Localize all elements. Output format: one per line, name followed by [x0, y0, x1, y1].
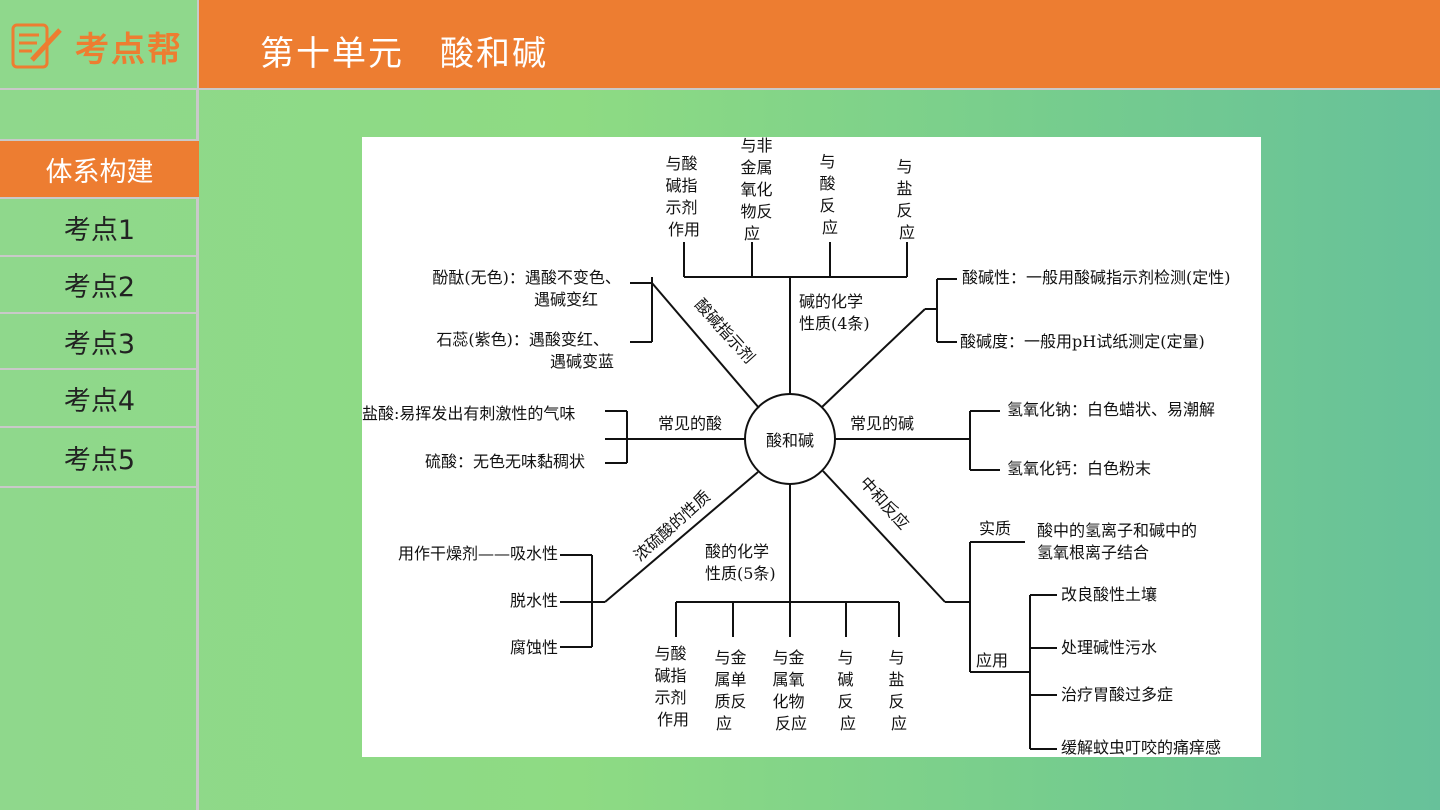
indicator-item-1: 酚酞(无色)：遇酸不变色、 遇碱变红: [432, 268, 626, 309]
common-base-item-1: 氢氧化钠：白色蜡状、易潮解: [1007, 400, 1215, 419]
sidebar-item-label: 考点5: [63, 444, 136, 476]
header-bar: [0, 0, 1440, 88]
acid-chem-item-1: 与酸 碱指 示剂 作用: [654, 644, 691, 729]
alkali-chem-item-4: 与 盐 反 应: [896, 157, 917, 242]
conc-sulfuric-label: 浓硫酸的性质: [630, 487, 714, 565]
sidebar-item-point-1[interactable]: 考点1: [0, 199, 199, 257]
sidebar-item-label: 体系构建: [45, 156, 154, 188]
center-label: 酸和碱: [766, 431, 814, 450]
application-item-4: 缓解蚊虫叮咬的痛痒感: [1061, 738, 1221, 757]
acid-chem-item-2: 与金 属单 质反 应: [714, 648, 751, 733]
sidebar-item-label: 考点3: [63, 328, 136, 360]
essence-text: 酸中的氢离子和碱中的 氢氧根离子结合: [1037, 521, 1202, 562]
sidebar-item-label: 考点1: [63, 214, 136, 246]
acid-chem-item-4: 与 碱 反 应: [837, 648, 858, 733]
header-divider: [0, 88, 1440, 90]
spoke-indicator: [651, 282, 760, 409]
logo: 考点帮: [0, 0, 199, 88]
sidebar: 体系构建 考点1 考点2 考点3 考点4 考点5: [0, 90, 199, 810]
alkali-chem-label: 碱的化学 性质(4条): [799, 292, 870, 333]
logo-text: 考点帮: [75, 30, 183, 70]
common-base-label: 常见的碱: [850, 414, 914, 433]
concept-map: 酸和碱 与酸 碱指 示剂 作用 与非 金属 氧化 物反 应 与 酸 反 应 与 …: [362, 137, 1231, 757]
spoke-neutralization: [822, 470, 946, 603]
application-label: 应用: [976, 651, 1008, 670]
neutralization-label: 中和反应: [856, 473, 913, 533]
sidebar-item-point-2[interactable]: 考点2: [0, 257, 199, 314]
common-acid-label: 常见的酸: [658, 414, 722, 433]
spoke-conc-sulfuric: [604, 471, 759, 603]
application-item-2: 处理碱性污水: [1061, 638, 1157, 657]
sidebar-item-label: 考点2: [63, 272, 136, 303]
acidity-item-2: 酸碱度：一般用pH试纸测定(定量): [960, 332, 1205, 351]
concept-map-card: 酸和碱 与酸 碱指 示剂 作用 与非 金属 氧化 物反 应 与 酸 反 应 与 …: [362, 137, 1261, 757]
alkali-chem-item-3: 与 酸 反 应: [819, 152, 840, 237]
alkali-chem-item-2: 与非 金属 氧化 物反 应: [740, 137, 777, 243]
indicator-item-2: 石蕊(紫色)：遇酸变红、 遇碱变蓝: [436, 330, 614, 371]
common-acid-item-2: 硫酸：无色无味黏稠状: [425, 452, 585, 471]
spoke-acidity: [821, 308, 926, 408]
sidebar-item-label: 考点4: [63, 385, 136, 417]
notebook-pencil-icon: [11, 23, 62, 69]
common-acid-item-1: 盐酸:易挥发出有刺激性的气味: [362, 404, 575, 423]
sidebar-item-point-3[interactable]: 考点3: [0, 314, 199, 370]
sidebar-item-system-build[interactable]: 体系构建: [0, 141, 199, 199]
acid-chem-item-5: 与 盐 反 应: [888, 648, 909, 733]
acid-chem-label: 酸的化学 性质(5条): [705, 542, 776, 583]
application-item-3: 治疗胃酸过多症: [1061, 685, 1173, 704]
page-title: 第十单元 酸和碱: [260, 34, 548, 74]
indicator-label: 酸碱指示剂: [691, 295, 759, 367]
acid-chem-item-3: 与金 属氧 化物 反应: [772, 648, 809, 733]
essence-label: 实质: [979, 519, 1011, 538]
acidity-item-1: 酸碱性：一般用酸碱指示剂检测(定性): [962, 268, 1231, 287]
sidebar-item-blank: [0, 90, 199, 141]
conc-sulfuric-item-2: 脱水性: [510, 591, 558, 610]
application-item-1: 改良酸性土壤: [1061, 585, 1157, 604]
conc-sulfuric-item-1: 用作干燥剂——吸水性: [398, 544, 558, 563]
sidebar-item-point-5[interactable]: 考点5: [0, 428, 199, 488]
alkali-chem-item-1: 与酸 碱指 示剂 作用: [665, 154, 702, 239]
conc-sulfuric-item-3: 腐蚀性: [510, 638, 558, 657]
common-base-item-2: 氢氧化钙：白色粉末: [1007, 459, 1151, 478]
sidebar-item-point-4[interactable]: 考点4: [0, 370, 199, 428]
